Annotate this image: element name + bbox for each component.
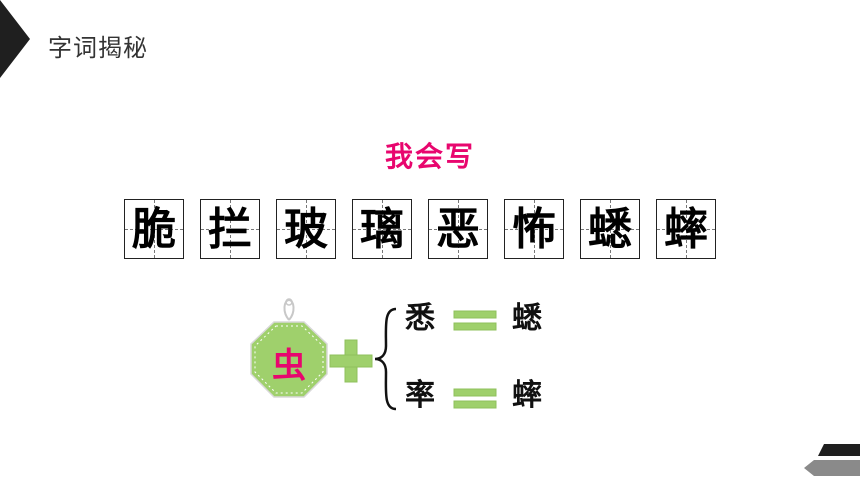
grid-character: 蟋 [588,204,632,255]
grid-character: 拦 [208,204,252,255]
plus-icon [329,339,373,383]
grid-cell: 玻 [276,199,336,259]
corner-triangle-decoration [0,0,30,78]
grid-character: 脆 [132,204,176,255]
equals-icon [453,388,497,409]
curly-brace-icon [374,307,397,411]
grid-character: 怖 [512,204,556,255]
grid-cell: 蟋 [580,199,640,259]
equals-icon [453,310,497,331]
grid-character: 蟀 [664,204,708,255]
result-character: 蟀 [512,378,542,413]
radical-tag: 虫 [244,294,334,406]
tag-shape-icon [250,298,328,398]
component-character: 率 [405,378,435,413]
section-subtitle: 我会写 [384,140,475,173]
grid-cell: 怖 [504,199,564,259]
component-character: 悉 [405,301,435,336]
grid-cell: 恶 [428,199,488,259]
corner-arrow-decoration [804,444,860,476]
grid-character: 玻 [284,204,328,255]
result-character: 蟋 [512,301,542,336]
grid-cell: 璃 [352,199,412,259]
grid-character: 恶 [436,204,480,255]
slide-title: 字词揭秘 [48,34,148,62]
radical-character: 虫 [272,346,306,386]
grid-cell: 蟀 [656,199,716,259]
grid-cell: 脆 [124,199,184,259]
writing-grid: 脆 拦 玻 璃 恶 怖 蟋 蟀 [124,199,724,261]
grid-cell: 拦 [200,199,260,259]
grid-character: 璃 [360,204,404,255]
